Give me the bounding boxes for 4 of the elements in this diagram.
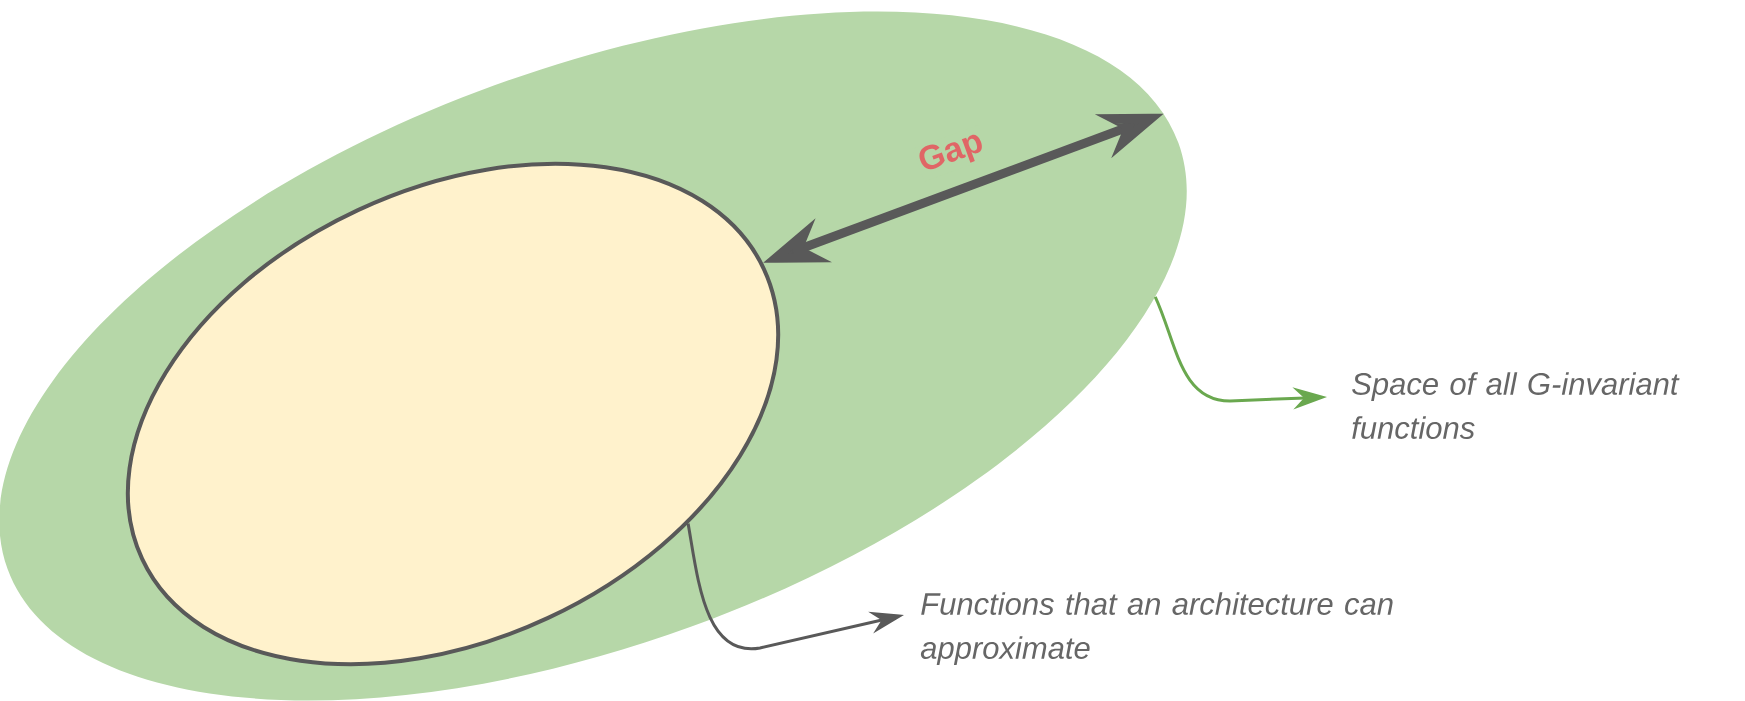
ellipse-region [126, 162, 781, 666]
callout-text: Space of all G-invariant functions [1352, 372, 1680, 439]
edge-label: Gap [912, 124, 991, 182]
callout-text: Functions that an architecture can approximate [920, 592, 1393, 666]
